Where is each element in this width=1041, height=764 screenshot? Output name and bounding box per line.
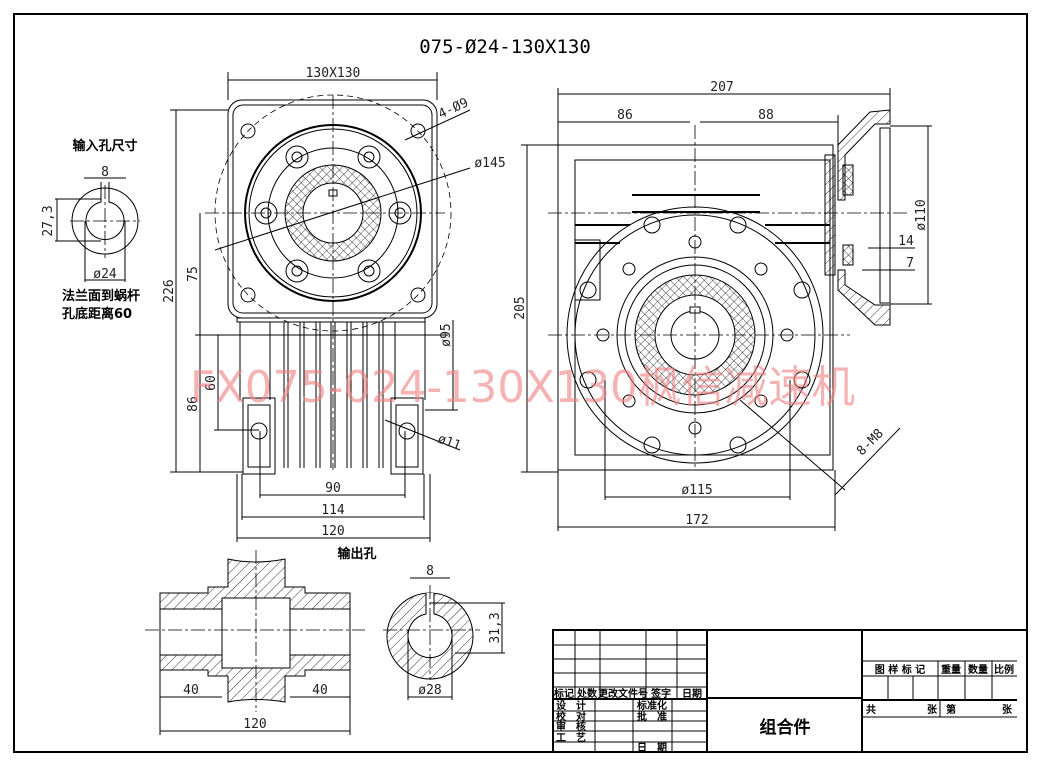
front-view: 130X130 4-Ø9 ø145 226 75 86 60 ø95 ø11 9… [162, 66, 506, 542]
dim-out-40-right: 40 [312, 683, 328, 698]
label-date: 日 期 [637, 741, 667, 754]
input-diameter: ø24 [93, 267, 117, 282]
output-flange-holes [579, 216, 811, 454]
output-hole-view: 输出孔 40 40 120 8 31,3 ø28 [145, 546, 505, 735]
watermark: FX075-024-130X130枫信减速机 [190, 362, 855, 413]
label-standard: 标准化 [636, 699, 667, 712]
dim-114: 114 [321, 503, 345, 518]
label-total: 共 [866, 703, 876, 716]
rev-header-sign: 签字 [650, 687, 671, 700]
dim-out-28: ø28 [418, 683, 441, 698]
dim-60: 60 [204, 375, 219, 391]
label-weight: 重量 [941, 663, 961, 676]
input-height: 27,3 [41, 205, 56, 236]
label-scale: 比例 [994, 663, 1014, 676]
rev-header-count: 处数 [576, 687, 598, 700]
label-approve: 批 准 [637, 710, 667, 723]
dim-pcd-145: ø145 [474, 156, 505, 171]
input-flange-section [837, 109, 891, 201]
sheet-border [13, 13, 1028, 753]
dim-out-40-left: 40 [183, 683, 199, 698]
mounting-feet [242, 397, 424, 475]
dim-207: 207 [710, 80, 733, 95]
side-view: 207 86 88 205 ø110 14 7 8-M8 ø115 172 [513, 80, 932, 531]
dim-7: 7 [906, 256, 914, 271]
rev-header-mark: 标记 [553, 687, 574, 700]
input-hole-heading: 输入孔尺寸 [72, 138, 137, 154]
label-sheet: 张 [927, 703, 938, 716]
dim-4-holes: 4-Ø9 [436, 95, 471, 122]
dim-out-key-8: 8 [426, 564, 434, 579]
label-drawing-mark: 图 样 标 记 [875, 663, 925, 676]
part-name: 组合件 [760, 717, 811, 738]
rev-header-date: 日期 [682, 687, 702, 700]
label-review: 审 核 [556, 720, 586, 733]
dim-172: 172 [685, 513, 708, 528]
rev-header-doc: 更改文件号 [598, 687, 648, 700]
dim-75: 75 [186, 266, 201, 282]
dim-86: 86 [186, 396, 201, 412]
label-page: 第 [946, 703, 956, 716]
input-note-1: 法兰面到蜗杆 [62, 288, 140, 304]
dim-226: 226 [162, 279, 177, 302]
dim-14: 14 [898, 234, 914, 249]
dim-flange-110: ø110 [914, 199, 929, 230]
dim-foot-hole-11: ø11 [436, 432, 463, 454]
label-quantity: 数量 [968, 663, 988, 676]
input-note-2: 孔底距离60 [62, 306, 132, 322]
dim-out-31-3: 31,3 [488, 612, 503, 643]
dim-86-side: 86 [617, 108, 633, 123]
input-key-width: 8 [101, 165, 109, 180]
output-hole-heading: 输出孔 [337, 546, 376, 562]
dim-pcd-115: ø115 [681, 483, 712, 498]
dim-88: 88 [758, 108, 774, 123]
dim-spigot-95: ø95 [439, 323, 454, 346]
title-block: 标记 处数 更改文件号 签字 日期 设 计 校 对 审 核 工 艺 标准化 批 … [552, 629, 1028, 754]
dim-130x130: 130X130 [306, 66, 361, 81]
dim-205: 205 [513, 296, 528, 319]
label-sheet-2: 张 [1002, 703, 1013, 716]
dim-out-120: 120 [243, 717, 266, 732]
dim-8-m8: 8-M8 [854, 426, 887, 459]
drawing-title: 075-Ø24-130X130 [419, 36, 591, 58]
label-check: 校 对 [556, 710, 586, 723]
dim-90: 90 [325, 481, 341, 496]
label-process: 工 艺 [556, 731, 586, 744]
label-design: 设 计 [556, 699, 586, 712]
input-hole-view: 输入孔尺寸 8 27,3 ø24 法兰面到蜗杆 孔底距离60 [41, 138, 140, 322]
dim-120: 120 [321, 524, 344, 539]
